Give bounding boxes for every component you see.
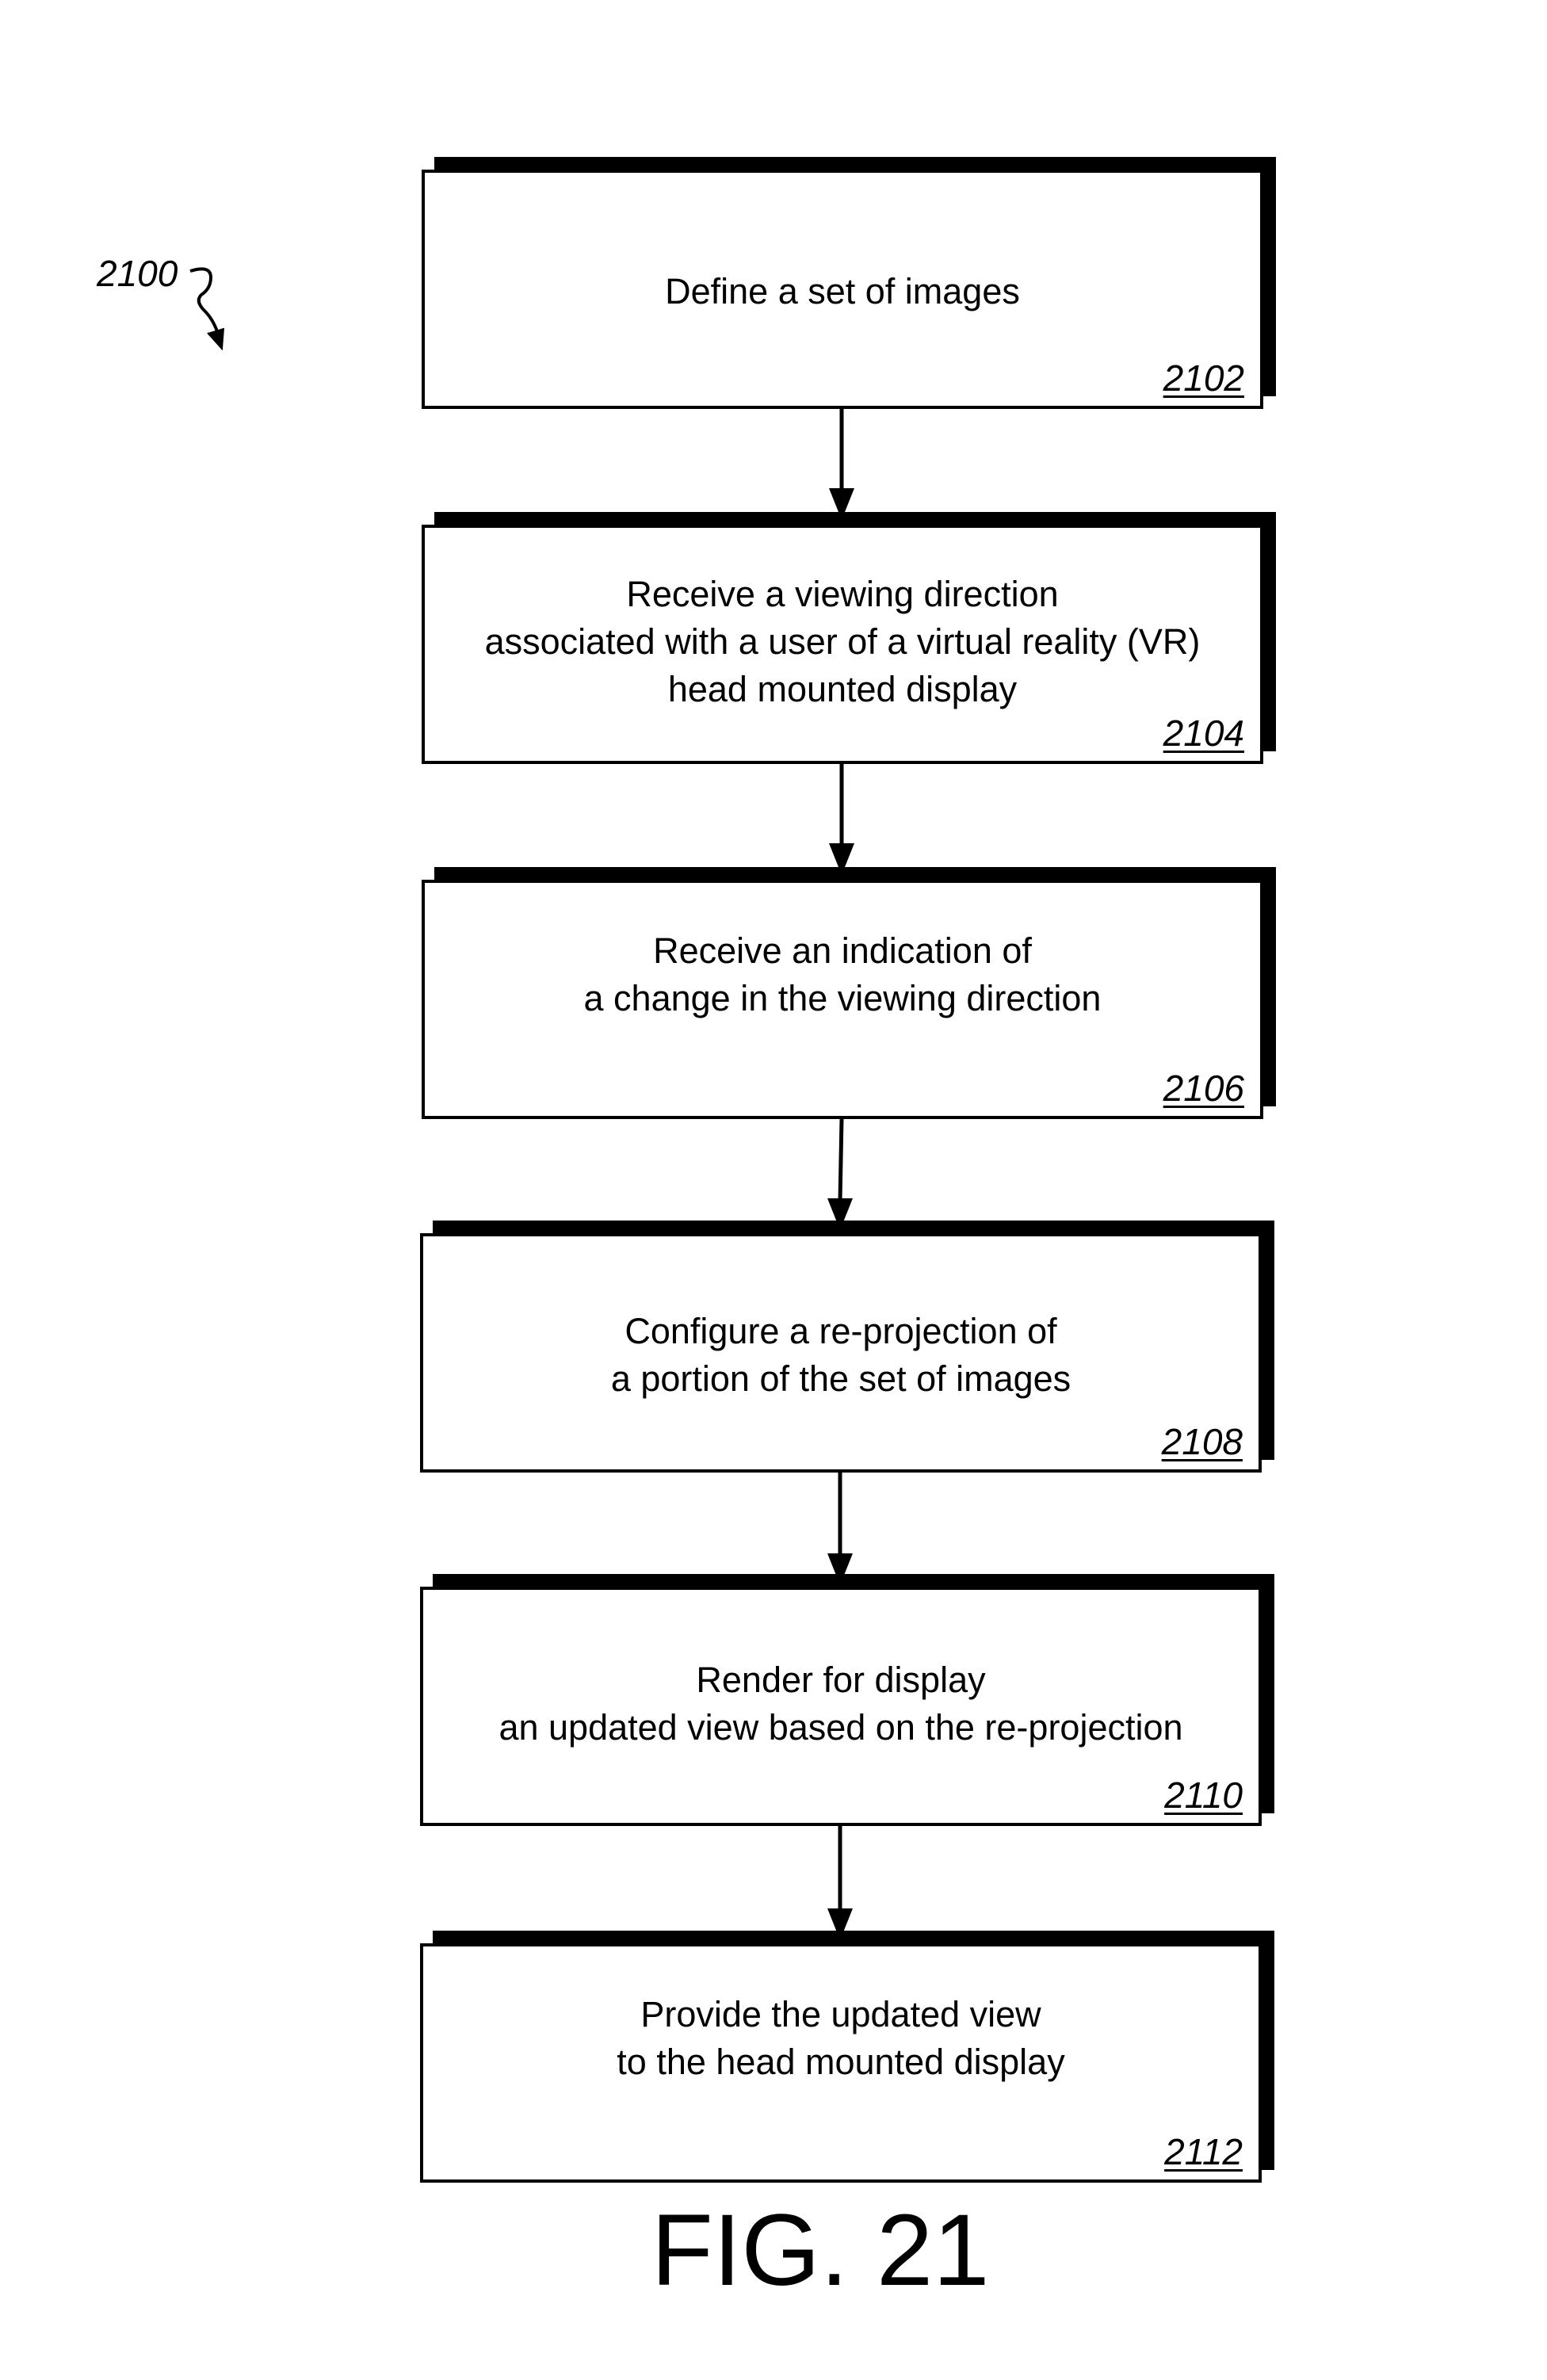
step-text: Provide the updated view to the head mou… <box>423 1991 1259 2086</box>
step-reference-number: 2102 <box>1163 360 1244 396</box>
flow-arrow-2 <box>826 764 858 875</box>
step-reference-number: 2104 <box>1163 715 1244 751</box>
flow-arrow-1 <box>826 409 858 520</box>
figure-reference-label: 2100 <box>97 255 178 292</box>
step-text: Configure a re-projection of a portion o… <box>423 1308 1259 1403</box>
step-text: Receive an indication of a change in the… <box>425 927 1260 1022</box>
step-box-2106: Receive an indication of a change in the… <box>422 880 1263 1119</box>
step-box-2104: Receive a viewing direction associated w… <box>422 525 1263 764</box>
flow-arrow-5 <box>824 1826 856 1940</box>
step-box-2110: Render for display an updated view based… <box>420 1587 1262 1826</box>
step-reference-number: 2110 <box>1164 1777 1243 1813</box>
flow-arrow-3 <box>824 1119 856 1230</box>
step-box-2108: Configure a re-projection of a portion o… <box>420 1233 1262 1473</box>
reference-pointer-arrow-icon <box>187 260 235 355</box>
step-reference-number: 2108 <box>1162 1423 1243 1460</box>
step-reference-number: 2106 <box>1163 1070 1244 1106</box>
step-text: Render for display an updated view based… <box>423 1656 1259 1752</box>
step-text: Define a set of images <box>425 268 1260 315</box>
step-reference-number: 2112 <box>1164 2134 1243 2170</box>
flow-arrow-4 <box>824 1473 856 1585</box>
step-box-2112: Provide the updated view to the head mou… <box>420 1943 1262 2183</box>
step-box-2102: Define a set of images 2102 <box>422 170 1263 409</box>
figure-title: FIG. 21 <box>0 2200 1547 2302</box>
step-text: Receive a viewing direction associated w… <box>425 571 1260 713</box>
